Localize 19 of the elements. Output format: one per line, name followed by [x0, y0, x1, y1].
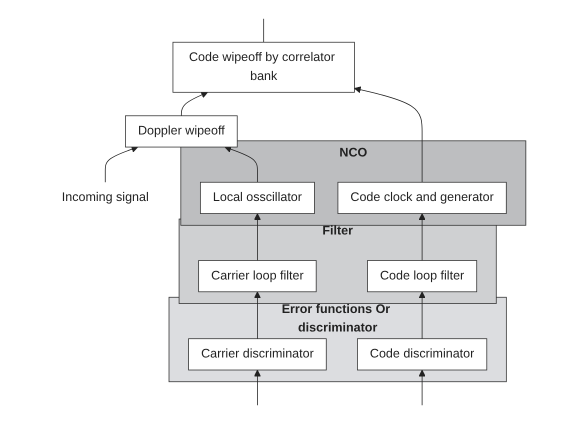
node-text: Incoming signal [62, 190, 150, 204]
node-box: Code loop filter [368, 260, 478, 292]
node-box: Local osscillator [200, 182, 316, 214]
node-box: Carrier loop filter [198, 260, 318, 292]
arrow [419, 291, 426, 340]
node-box: Code discriminator [357, 338, 488, 370]
arrow [419, 370, 426, 406]
arrow [419, 213, 426, 261]
arrow [105, 146, 139, 183]
node-box: Code wipeoff by correlator bank [173, 42, 356, 93]
node-box: Doppler wipeoff [126, 115, 238, 148]
arrow [181, 92, 208, 116]
arrow [254, 370, 262, 406]
arrow [224, 146, 258, 183]
arrow [354, 86, 423, 183]
arrow [254, 213, 262, 261]
arrow [254, 291, 262, 340]
node-box: Code clock and generator [338, 182, 508, 214]
node-box: Carrier discriminator [188, 338, 328, 370]
